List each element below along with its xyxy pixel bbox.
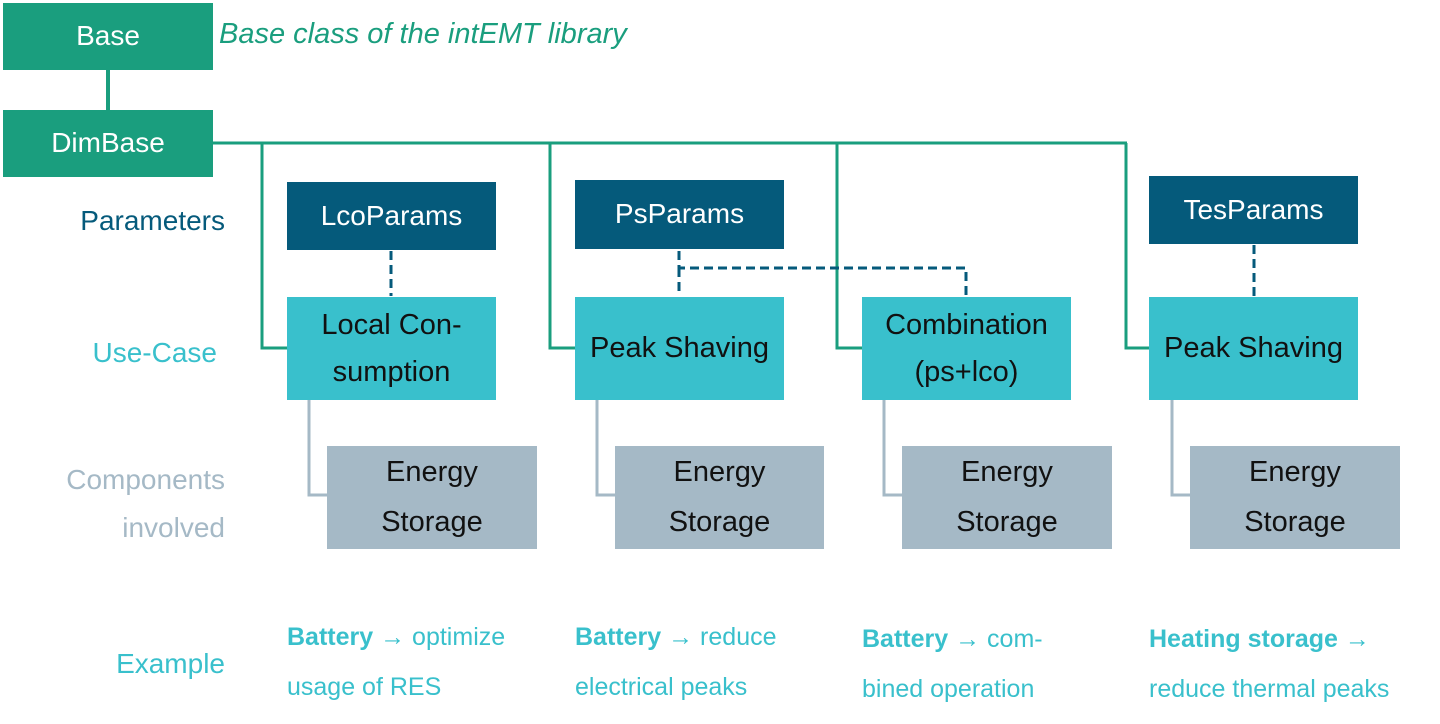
base-box: Base [3, 3, 213, 70]
connector-usecase-3 [835, 143, 862, 350]
connector-usecase-4 [1124, 143, 1149, 350]
example-1: Battery → optimize usage of RES [287, 612, 505, 712]
component-line2: Storage [1244, 505, 1346, 538]
row-label-example: Example [116, 648, 225, 679]
params-label: TesParams [1183, 193, 1324, 225]
usecase-box-tes: Peak Shaving [1149, 297, 1358, 400]
params-box-lco: LcoParams [287, 182, 496, 250]
example-bold: Battery [575, 623, 662, 651]
example-bold: Battery [287, 623, 374, 651]
arrow-right-icon: → [955, 625, 981, 653]
base-caption: Base class of the intEMT library [219, 18, 627, 50]
connector-usecase-2 [548, 143, 575, 350]
example-4: Heating storage → reduce thermal peaks [1149, 614, 1389, 714]
arrow-right-icon: → [1344, 625, 1370, 653]
example-bold: Heating storage [1149, 625, 1338, 653]
dashed-ps [677, 251, 968, 296]
row-label-parameters: Parameters [80, 205, 225, 236]
example-2: Battery → reduce electrical peaks [575, 612, 777, 712]
example-bold: Battery [862, 625, 949, 653]
connector-component-4 [1170, 400, 1190, 497]
connector-component-2 [595, 400, 615, 497]
row-label-components-line2: involved [122, 511, 225, 543]
example-text: reduce [693, 623, 777, 651]
usecase-line2: sumption [332, 355, 451, 388]
connector-usecase-1 [260, 143, 287, 350]
usecase-box-combination: Combination (ps+lco) [862, 297, 1071, 400]
usecase-line2: (ps+lco) [914, 355, 1019, 388]
row-label-use-case: Use-Case [92, 337, 217, 368]
example-3: Battery → com- bined operation [862, 614, 1043, 714]
usecase-line1: Peak Shaving [1164, 332, 1343, 365]
component-line2: Storage [956, 505, 1058, 538]
example-line2: usage of RES [287, 673, 442, 701]
row-label-components-line1: Components [66, 464, 225, 495]
component-line1: Energy [1249, 456, 1341, 489]
dimbase-label: DimBase [51, 127, 165, 159]
component-line1: Energy [961, 456, 1053, 489]
params-box-ps: PsParams [575, 180, 784, 249]
component-line2: Storage [668, 505, 771, 538]
example-text: optimize [405, 623, 506, 651]
usecase-line1: Combination [885, 309, 1048, 342]
component-line1: Energy [386, 456, 478, 489]
params-box-tes: TesParams [1149, 176, 1358, 244]
arrow-right-icon: → [380, 623, 406, 651]
usecase-box-lco: Local Con-sumption [287, 297, 496, 400]
component-line1: Energy [673, 456, 766, 489]
connector-component-1 [307, 400, 327, 497]
example-line2: electrical peaks [575, 673, 748, 701]
row-label-components: Components involved [66, 456, 225, 551]
connector-component-3 [882, 400, 902, 497]
usecase-box-ps: Peak Shaving [575, 297, 784, 400]
usecase-line1: Peak Shaving [590, 332, 769, 365]
component-line2: Storage [381, 505, 483, 538]
example-text: com- [980, 625, 1043, 653]
dimbase-box: DimBase [3, 110, 213, 177]
base-label: Base [76, 20, 140, 52]
example-line2: reduce thermal peaks [1149, 675, 1390, 703]
params-label: LcoParams [320, 199, 463, 231]
arrow-right-icon: → [668, 623, 694, 651]
params-label: PsParams [614, 198, 745, 230]
usecase-line1: Local Con- [321, 309, 462, 342]
example-line2: bined operation [862, 675, 1035, 703]
